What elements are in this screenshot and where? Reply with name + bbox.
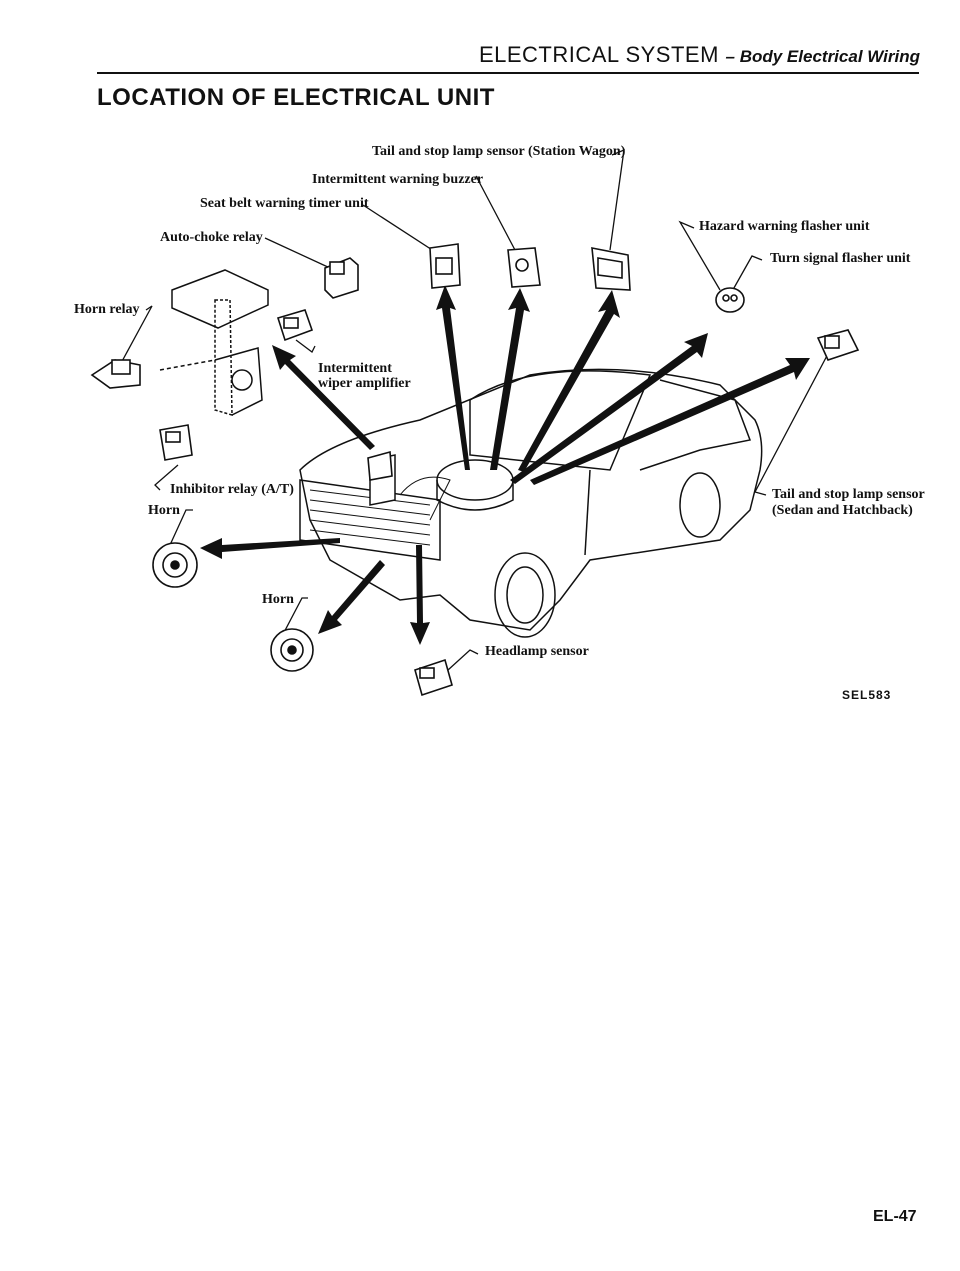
leader-lines (119, 148, 831, 671)
header-rule (97, 72, 919, 74)
label-intermittent-warning-buzzer: Intermittent warning buzzer (312, 172, 484, 187)
arrow-intermittent-buzzer (490, 288, 530, 470)
intermittent-warning-buzzer-icon (507, 247, 541, 288)
label-seat-belt-warning-timer: Seat belt warning timer unit (200, 196, 369, 211)
horn-relay-icon (90, 359, 141, 389)
arrow-hazard-flasher (510, 333, 708, 484)
header-section: ELECTRICAL SYSTEM (478, 42, 719, 67)
label-horn-relay: Horn relay (74, 302, 140, 317)
horn-center-icon (270, 628, 314, 672)
arrow-horn-left (200, 538, 340, 559)
location-arrows (200, 285, 810, 645)
label-horn-left: Horn (148, 503, 180, 518)
page-title: LOCATION OF ELECTRICAL UNIT (97, 84, 495, 111)
label-auto-choke-relay: Auto-choke relay (160, 230, 263, 245)
page-number: EL-47 (873, 1208, 917, 1225)
arrow-buzzer (436, 285, 470, 470)
relay-bracket (159, 269, 269, 417)
label-horn-center: Horn (262, 592, 294, 607)
running-header: ELECTRICAL SYSTEM – Body Electrical Wiri… (479, 42, 920, 68)
arrow-tail-stop-sedan (530, 358, 810, 485)
seat-belt-timer-unit-icon (429, 243, 461, 289)
inhibitor-relay-icon (159, 424, 193, 461)
label-tail-stop-sensor-sedan-2: (Sedan and Hatchback) (772, 503, 913, 518)
turn-signal-flasher-icon (715, 287, 745, 313)
label-intermittent-wiper-1: Intermittent (318, 361, 392, 376)
label-tail-stop-sensor-sedan-1: Tail and stop lamp sensor (772, 487, 925, 502)
arrow-headlamp-sensor (410, 545, 430, 645)
label-turn-signal-flasher: Turn signal flasher unit (770, 251, 911, 266)
label-inhibitor-relay: Inhibitor relay (A/T) (170, 482, 294, 497)
arrow-wiper-amplifier (272, 345, 375, 450)
horn-left-icon (152, 542, 198, 588)
label-hazard-warning-flasher: Hazard warning flasher unit (699, 219, 870, 234)
tail-stop-sensor-wagon-icon (591, 247, 631, 291)
label-intermittent-wiper-2: wiper amplifier (318, 376, 411, 391)
header-subsection: – Body Electrical Wiring (725, 47, 920, 66)
auto-choke-relay-icon (324, 257, 359, 299)
figure-code: SEL583 (842, 688, 892, 702)
arrow-horn-center (318, 560, 385, 634)
car-outline (299, 368, 763, 638)
label-tail-stop-sensor-wagon: Tail and stop lamp sensor (Station Wagon… (372, 144, 626, 159)
label-headlamp-sensor: Headlamp sensor (485, 644, 589, 659)
hood-relay-icon (367, 450, 393, 481)
component-icons (90, 243, 860, 697)
tail-stop-sensor-sedan-icon (816, 329, 860, 361)
intermittent-wiper-amplifier-icon (276, 309, 314, 342)
headlamp-sensor-icon (414, 658, 453, 697)
arrow-tail-stop-wagon (518, 290, 620, 472)
